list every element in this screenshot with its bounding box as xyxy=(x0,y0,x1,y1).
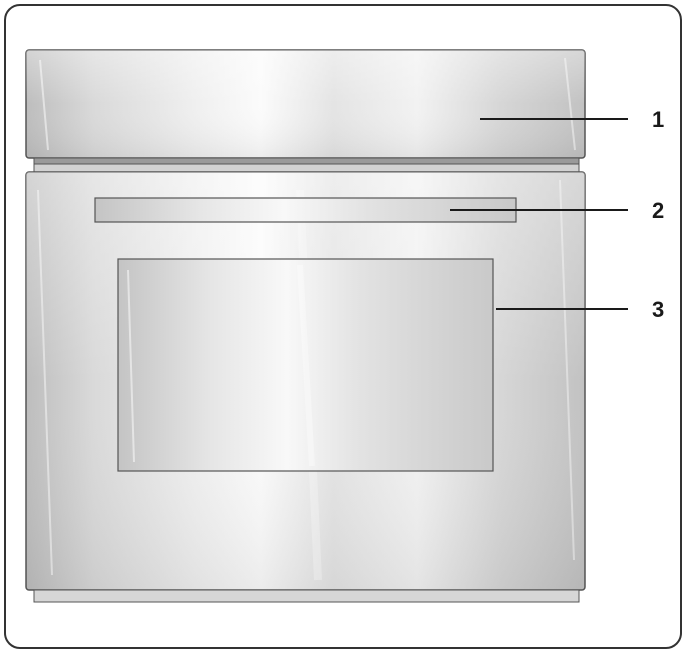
control-panel xyxy=(25,49,586,159)
callout-number-2: 2 xyxy=(652,198,664,223)
panel-door-gap xyxy=(33,157,580,173)
callout-number-3: 3 xyxy=(652,297,664,322)
figure-frame xyxy=(4,4,682,649)
bottom-plinth xyxy=(33,589,580,603)
callout-number-1: 1 xyxy=(652,107,664,132)
door-window xyxy=(117,258,494,472)
door-handle xyxy=(94,197,517,223)
